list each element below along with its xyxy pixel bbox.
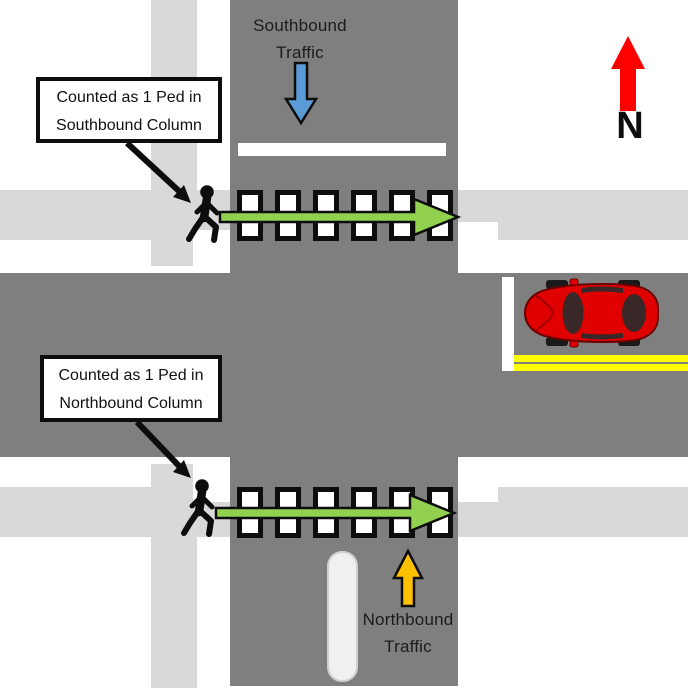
northbound-traffic-label-line2: Traffic — [384, 637, 432, 656]
crosswalk-box — [275, 487, 301, 538]
curb-corner-northeast — [458, 222, 498, 273]
crosswalk-box — [237, 487, 263, 538]
callout-northbound-count: Counted as 1 Ped in Northbound Column — [40, 355, 222, 422]
callout-northbound-line2: Northbound Column — [59, 395, 203, 412]
crosswalk-box — [427, 487, 453, 538]
curb-corner-southeast — [458, 457, 498, 502]
crosswalk-box — [389, 190, 415, 241]
callout-southbound-line1: Counted as 1 Ped in — [56, 89, 202, 106]
curb-corner-northwest — [193, 230, 230, 273]
callout-southbound-line2: Southbound Column — [56, 117, 202, 134]
northbound-traffic-label: Northbound Traffic — [338, 606, 478, 660]
compass-north-arrow-icon — [611, 36, 645, 111]
crosswalk-box — [427, 190, 453, 241]
crosswalk-box — [351, 190, 377, 241]
stop-line-westbound — [502, 277, 514, 371]
center-line-yellow-upper — [514, 355, 688, 362]
southbound-traffic-label-line2: Traffic — [276, 43, 324, 62]
crosswalk-box — [389, 487, 415, 538]
crosswalk-box — [351, 487, 377, 538]
callout-northbound-line1: Counted as 1 Ped in — [58, 367, 204, 384]
curb-corner-southwest — [193, 457, 230, 502]
callout-southbound-count: Counted as 1 Ped in Southbound Column — [36, 77, 222, 143]
crosswalk-box — [275, 190, 301, 241]
crosswalk-box — [313, 190, 339, 241]
center-line-yellow-lower — [514, 364, 688, 371]
crosswalk-box — [313, 487, 339, 538]
sidewalk-west-vertical-lower — [151, 464, 197, 688]
compass-label: N — [616, 105, 644, 147]
median-strip — [327, 551, 358, 682]
southbound-traffic-label: Southbound Traffic — [230, 12, 370, 66]
crosswalk-box — [237, 190, 263, 241]
northbound-traffic-label-line1: Northbound — [362, 610, 454, 629]
stop-line-southbound — [238, 143, 446, 156]
southbound-traffic-label-line1: Southbound — [253, 16, 347, 35]
